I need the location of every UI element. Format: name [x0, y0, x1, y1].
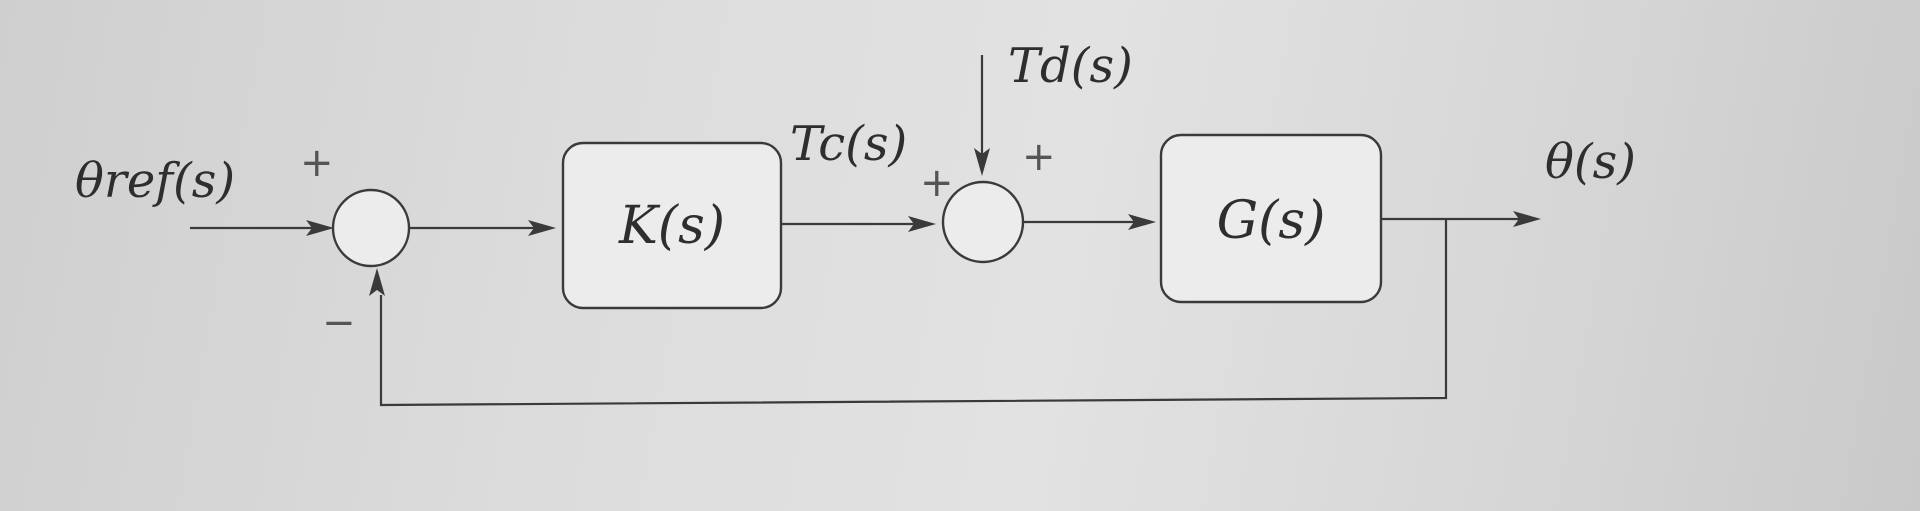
- sum1-plus-sign: +: [300, 140, 334, 186]
- summing-junction-disturbance: [941, 180, 1025, 264]
- error-arrowhead: [528, 220, 556, 236]
- sum1-minus-sign: −: [322, 300, 356, 346]
- input-label: θref(s): [75, 153, 235, 209]
- controller-label: K(s): [618, 196, 725, 256]
- feedback-path: [379, 219, 1448, 407]
- summing-junction-error: [331, 188, 411, 268]
- controller-block: [561, 141, 783, 310]
- disturbance-label: Td(s): [1008, 38, 1133, 94]
- sum2-plus-top-sign: +: [1022, 134, 1056, 180]
- plant-label: G(s): [1217, 191, 1326, 251]
- sum2-plus-left-sign: +: [920, 160, 954, 206]
- output-arrowhead: [1513, 211, 1541, 227]
- control-signal-arrowhead: [908, 216, 936, 232]
- feedback-arrowhead: [369, 268, 385, 296]
- control-signal-label: Tc(s): [790, 116, 907, 172]
- output-label: θ(s): [1545, 134, 1636, 190]
- input-arrowhead: [306, 220, 334, 236]
- plant-input-arrowhead: [1128, 214, 1156, 230]
- disturbance-arrowhead: [974, 148, 990, 176]
